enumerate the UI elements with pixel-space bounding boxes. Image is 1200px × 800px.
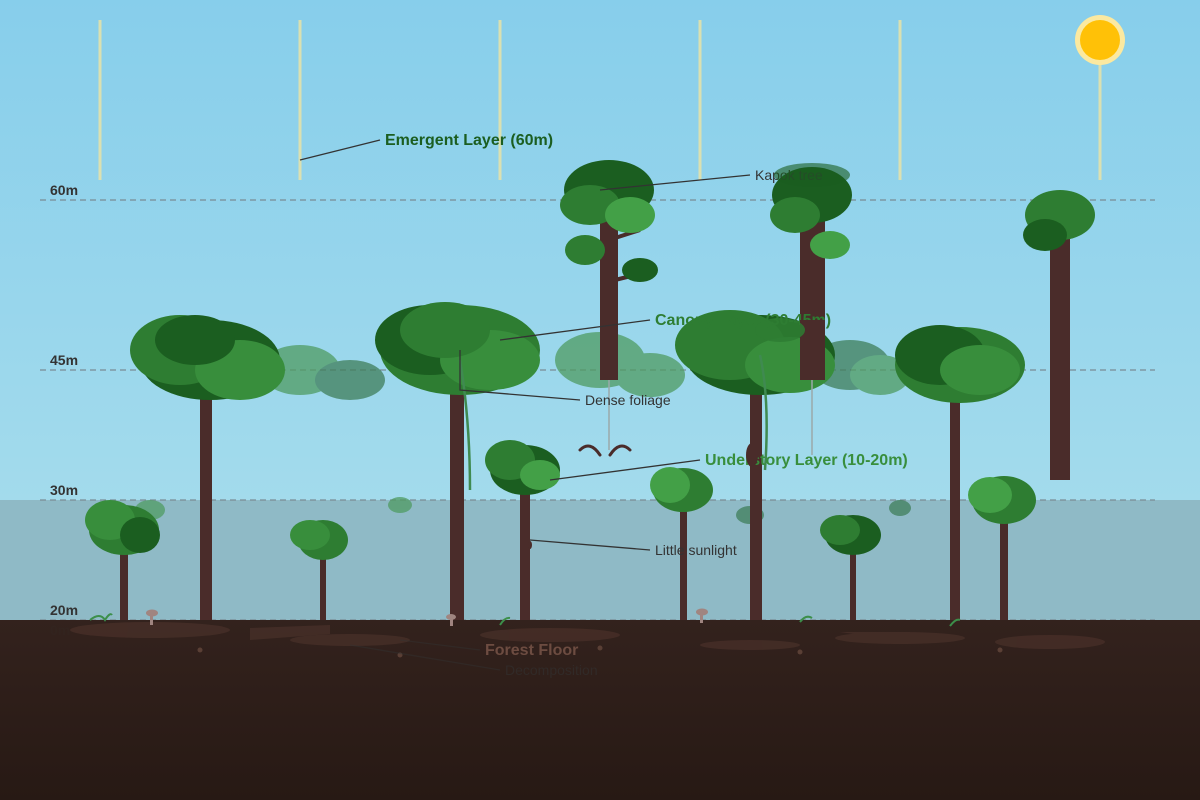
mushrooms	[146, 608, 708, 626]
height-label-20m: 20m	[50, 602, 78, 618]
soil-specks	[197, 645, 1003, 658]
height-label-45m: 45m	[50, 352, 78, 368]
understory-crowns	[85, 440, 1036, 560]
canopy-crowns	[130, 302, 1025, 403]
height-label-0m: 0m	[50, 622, 70, 638]
height-label-30m: 30m	[50, 482, 78, 498]
decomposition-label: Decomposition	[505, 662, 598, 678]
foreground-crowns	[528, 163, 850, 549]
floor-leader-lines	[349, 639, 501, 671]
understory-layer-label: Understory Layer (10-20m)	[705, 452, 908, 469]
forest-floor-label: Forest Floor	[485, 642, 578, 659]
hanging-vines	[458, 354, 768, 491]
sprouts	[89, 613, 961, 627]
sun-icon	[1075, 15, 1125, 65]
leaf-litter	[70, 622, 1105, 650]
thin-vines	[608, 380, 813, 455]
little-sunlight-label: Little sunlight	[655, 542, 737, 558]
height-axis-labels: 60m 45m 30m 20m 0m	[50, 182, 78, 638]
bird-icon	[578, 444, 632, 457]
sun-rays	[98, 20, 1102, 180]
annotation-leader-lines	[299, 139, 751, 551]
height-label-60m: 60m	[50, 182, 78, 198]
dense-foliage-label: Dense foliage	[585, 392, 671, 408]
emergent-layer-label: Emergent Layer (60m)	[385, 132, 553, 149]
